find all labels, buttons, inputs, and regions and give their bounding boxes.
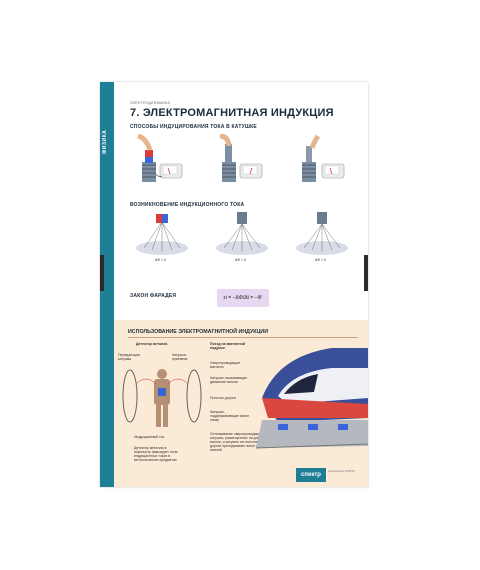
section-methods-heading: СПОСОБЫ ИНДУЦИРОВАНИЯ ТОКА В КАТУШКЕ bbox=[130, 124, 257, 130]
induction-methods-illustration bbox=[137, 134, 345, 182]
detector-description: Детектор металла в аэропорту фиксирует п… bbox=[134, 446, 178, 462]
lower-divider bbox=[128, 337, 358, 338]
transmit-coil-label: Передающая катушка bbox=[118, 353, 140, 361]
side-title: ФИЗИКА bbox=[102, 129, 108, 154]
coil-magnet-set-1 bbox=[137, 134, 183, 182]
train-label-drive-coils: Катушки, вызывающие движение вагона bbox=[210, 376, 248, 384]
section-current-heading: ВОЗНИКНОВЕНИЕ ИНДУКЦИОННОГО ТОКА bbox=[130, 202, 245, 208]
lower-title: ИСПОЛЬЗОВАНИЕ ЭЛЕКТРОМАГНИТНОЙ ИНДУКЦИИ bbox=[128, 329, 269, 335]
page-title: 7. ЭЛЕКТРОМАГНИТНАЯ ИНДУКЦИЯ bbox=[130, 107, 334, 119]
publisher-logo: спектр bbox=[296, 468, 326, 482]
topic-label: ЭЛЕКТРОДИНАМИКА bbox=[130, 101, 171, 105]
train-label-track: Полотно дороги bbox=[210, 396, 236, 400]
flux-diagram-3 bbox=[296, 212, 348, 255]
flux-diagram-1 bbox=[136, 214, 188, 255]
train-label-support-coils: Катушки, поддерживающие вагон снизу bbox=[210, 410, 250, 422]
flux-diagram-2 bbox=[216, 212, 268, 255]
sidebar-band: ФИЗИКА bbox=[100, 82, 114, 487]
lower-section: ИСПОЛЬЗОВАНИЕ ЭЛЕКТРОМАГНИТНОЙ ИНДУКЦИИ … bbox=[114, 320, 368, 487]
flux-label-1: ΔΦ < 0 bbox=[155, 258, 167, 262]
flux-diagrams bbox=[136, 212, 348, 255]
right-edge-tab bbox=[364, 255, 368, 291]
receive-coil-label: Катушка-приемник bbox=[172, 353, 188, 361]
maglev-train-illustration bbox=[255, 348, 368, 449]
left-edge-tab bbox=[100, 255, 104, 291]
section-faraday-heading: ЗАКОН ФАРАДЕЯ bbox=[130, 293, 177, 299]
detector-heading: Детектор металла bbox=[136, 342, 168, 346]
train-heading: Поезд на магнитной подушке bbox=[210, 342, 245, 350]
train-description: Отталкивание сверхпроводящих катушек, ра… bbox=[210, 432, 264, 452]
induction-field-label: Индукционный ток bbox=[134, 435, 165, 439]
flux-label-3: ΔΦ > 0 bbox=[315, 258, 327, 262]
upper-section: ЭЛЕКТРОДИНАМИКА 7. ЭЛЕКТРОМАГНИТНАЯ ИНДУ… bbox=[114, 82, 368, 320]
coil-magnet-set-3 bbox=[302, 134, 345, 182]
coil-magnet-set-2 bbox=[219, 134, 263, 182]
poster: ФИЗИКА ЭЛЕКТРОДИНАМИКА 7. ЭЛЕКТРОМАГНИТН… bbox=[100, 82, 368, 487]
faraday-formula: εi = −ΔΦ/Δt = −Φ′ bbox=[217, 289, 269, 307]
flux-label-2: ΔΦ = 0 bbox=[235, 258, 247, 262]
publisher-note: Издательство СПЕКТР bbox=[328, 470, 355, 473]
train-label-magnets: Сверхпроводящие магниты bbox=[210, 361, 241, 369]
metal-detector-illustration bbox=[122, 369, 202, 427]
